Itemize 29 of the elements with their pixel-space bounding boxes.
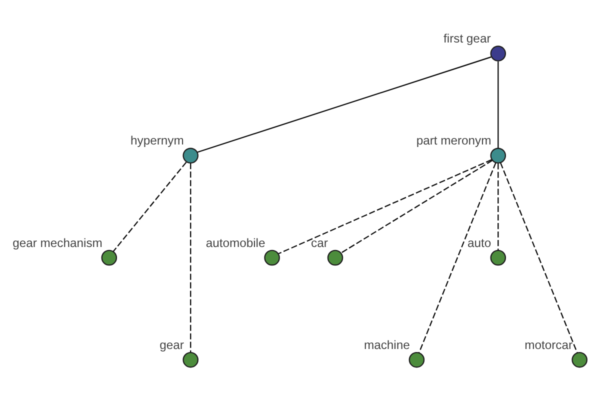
connector: [498, 61, 499, 148]
node-circle: [490, 148, 506, 164]
connector: [278, 159, 492, 254]
connector: [418, 162, 496, 353]
connector: [500, 162, 578, 353]
node-circle: [327, 250, 344, 266]
node-circle: [490, 250, 506, 266]
node-circle: [101, 250, 118, 266]
node-label: machine: [364, 338, 410, 352]
connector: [340, 160, 493, 254]
node-label: gear mechanism: [12, 236, 102, 250]
node-label: motorcar: [524, 338, 573, 352]
node-label: part meronym: [416, 134, 492, 148]
node-label: auto: [467, 236, 492, 250]
connector: [112, 162, 187, 252]
node-circle: [572, 352, 588, 368]
node-label: automobile: [206, 236, 266, 250]
node-label: gear: [160, 338, 184, 352]
node-label: first gear: [444, 32, 491, 46]
node-label: hypernym: [130, 134, 184, 148]
node-circle: [490, 46, 506, 62]
connector: [197, 56, 492, 153]
node-circle: [182, 148, 198, 164]
node-label: car: [311, 236, 328, 250]
node-circle: [182, 352, 198, 368]
node-circle: [408, 352, 425, 368]
node-circle: [264, 250, 280, 266]
connector: [190, 163, 192, 352]
connector: [498, 163, 499, 250]
